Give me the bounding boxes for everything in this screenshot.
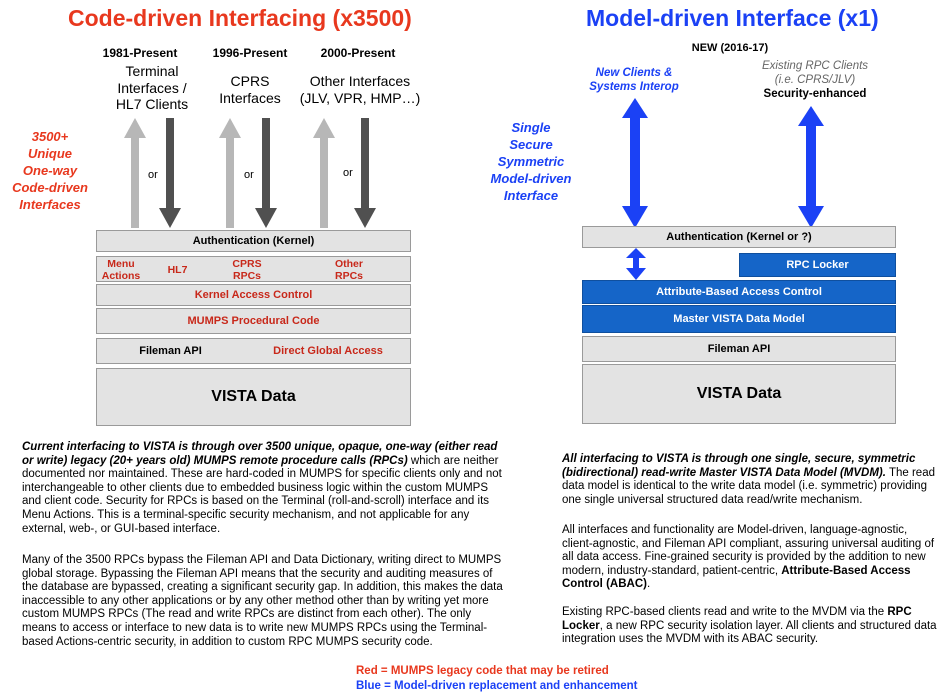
new-label: NEW (2016-17) — [691, 42, 769, 54]
right-description-3: Existing RPC-based clients read and writ… — [562, 606, 937, 646]
right-description-1: All interfacing to VISTA is through one … — [562, 453, 935, 506]
double-arrow-auth-to-abac — [626, 248, 646, 280]
abac-box: Attribute-Based Access Control — [582, 280, 896, 304]
down-arrow-terminal — [159, 118, 181, 228]
years-cprs: 1996-Present — [212, 46, 288, 60]
down-arrow-other — [354, 118, 376, 228]
up-arrow-other — [313, 118, 335, 228]
fileman-api-label-left: Fileman API — [139, 345, 202, 357]
left-description-1: Current interfacing to VISTA is through … — [22, 441, 502, 535]
fileman-api-box-right: Fileman API — [582, 336, 896, 362]
right-title: Model-driven Interface (x1) — [586, 5, 879, 31]
existing-clients-label: Existing RPC Clients(i.e. CPRS/JLV) — [761, 60, 869, 86]
new-clients-label: New Clients &Systems Interop — [589, 67, 679, 93]
or-label: or — [343, 167, 353, 179]
rpc-locker-box: RPC Locker — [739, 253, 896, 277]
vista-data-box-left: VISTA Data — [96, 368, 411, 426]
double-arrow-new-clients — [622, 98, 648, 228]
years-terminal: 1981-Present — [102, 46, 178, 60]
hl7-label: HL7 — [167, 264, 188, 276]
down-arrow-cprs — [255, 118, 277, 228]
left-title: Code-driven Interfacing (x3500) — [68, 5, 412, 31]
kernel-access-control-box: Kernel Access Control — [96, 284, 411, 306]
left-description-2: Many of the 3500 RPCs bypass the Fileman… — [22, 554, 503, 648]
or-label: or — [244, 169, 254, 181]
label-other: Other Interfaces(JLV, VPR, HMP…) — [299, 73, 421, 106]
or-label: or — [148, 169, 158, 181]
years-other: 2000-Present — [320, 46, 396, 60]
direct-global-access-label: Direct Global Access — [273, 345, 383, 357]
mumps-procedural-code-box: MUMPS Procedural Code — [96, 308, 411, 334]
legend-blue: Blue = Model-driven replacement and enha… — [356, 680, 638, 692]
fileman-direct-row — [96, 338, 411, 364]
up-arrow-terminal — [124, 118, 146, 228]
legend-red: Red = MUMPS legacy code that may be reti… — [356, 665, 609, 677]
double-arrow-existing-clients — [798, 106, 824, 228]
vista-data-box-right: VISTA Data — [582, 364, 896, 424]
rpc-row — [96, 256, 411, 282]
right-description-2: All interfaces and functionality are Mod… — [562, 524, 935, 591]
auth-kernel-box: Authentication (Kernel) — [96, 230, 411, 252]
auth-kernel-or-box: Authentication (Kernel or ?) — [582, 226, 896, 248]
security-enhanced-label: Security-enhanced — [763, 88, 867, 100]
mvdm-box: Master VISTA Data Model — [582, 305, 896, 333]
up-arrow-cprs — [219, 118, 241, 228]
